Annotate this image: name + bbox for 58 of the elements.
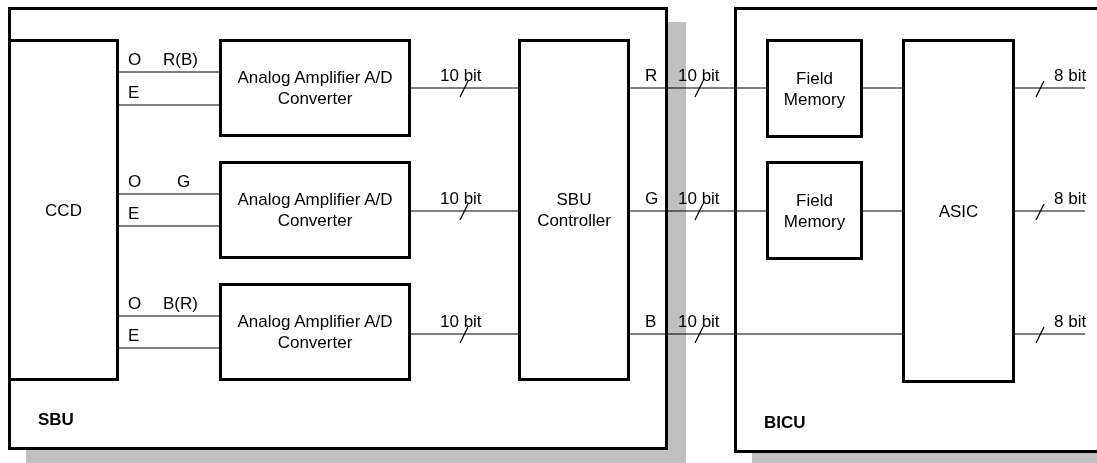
edge-label: E xyxy=(128,326,140,346)
connector-line xyxy=(1014,210,1086,212)
block-box xyxy=(766,39,863,138)
edge-label: E xyxy=(128,83,140,103)
connector-line xyxy=(410,333,519,335)
channel-label: G xyxy=(177,172,191,192)
connector-line xyxy=(118,193,220,195)
channel-label: G xyxy=(645,189,659,209)
connector-line xyxy=(118,315,220,317)
channel-label: B(R) xyxy=(163,294,198,314)
block-label: Analog Amplifier A/D Converter xyxy=(236,189,394,231)
connector-line xyxy=(629,333,903,335)
connector-line xyxy=(118,347,220,349)
connector-line xyxy=(862,210,903,212)
block-box xyxy=(219,39,411,137)
edge-label: O xyxy=(128,172,142,192)
unit-heading: SBU xyxy=(38,410,74,430)
connector-line xyxy=(118,71,220,73)
channel-label: R xyxy=(645,66,658,86)
connector-line xyxy=(629,210,767,212)
edge-label: 10 bit xyxy=(678,312,720,332)
block-box xyxy=(902,39,1015,383)
edge-label: 10 bit xyxy=(440,189,482,209)
block-label: SBU Controller xyxy=(536,189,612,231)
block-label: Analog Amplifier A/D Converter xyxy=(236,67,394,109)
connector-line xyxy=(118,225,220,227)
edge-label: 8 bit xyxy=(1054,66,1087,86)
unit-heading: BICU xyxy=(764,413,806,433)
edge-label: E xyxy=(128,204,140,224)
block-label: Field Memory xyxy=(782,189,847,232)
connector-line xyxy=(862,87,903,89)
channel-label: B xyxy=(645,312,657,332)
connector-line xyxy=(1014,87,1086,89)
unit-panel xyxy=(8,7,668,450)
block-box xyxy=(219,161,411,259)
edge-label: 10 bit xyxy=(678,66,720,86)
connector-line xyxy=(410,87,519,89)
block-box xyxy=(8,39,119,381)
connector-line xyxy=(118,104,220,106)
block-box xyxy=(766,161,863,260)
edge-label: 8 bit xyxy=(1054,189,1087,209)
block-label: ASIC xyxy=(938,200,979,222)
block-label: Field Memory xyxy=(782,67,847,110)
channel-label: R(B) xyxy=(163,50,198,70)
connector-line xyxy=(410,210,519,212)
unit-panel xyxy=(734,7,1097,453)
edge-label: 10 bit xyxy=(440,66,482,86)
connector-line xyxy=(1014,333,1086,335)
block-box xyxy=(219,283,411,381)
edge-label: O xyxy=(128,50,142,70)
edge-label: 10 bit xyxy=(678,189,720,209)
block-box xyxy=(518,39,630,381)
block-label: Analog Amplifier A/D Converter xyxy=(236,311,394,353)
edge-label: O xyxy=(128,294,142,314)
edge-label: 10 bit xyxy=(440,312,482,332)
block-label: CCD xyxy=(45,199,82,221)
connector-line xyxy=(629,87,767,89)
edge-label: 8 bit xyxy=(1054,312,1087,332)
